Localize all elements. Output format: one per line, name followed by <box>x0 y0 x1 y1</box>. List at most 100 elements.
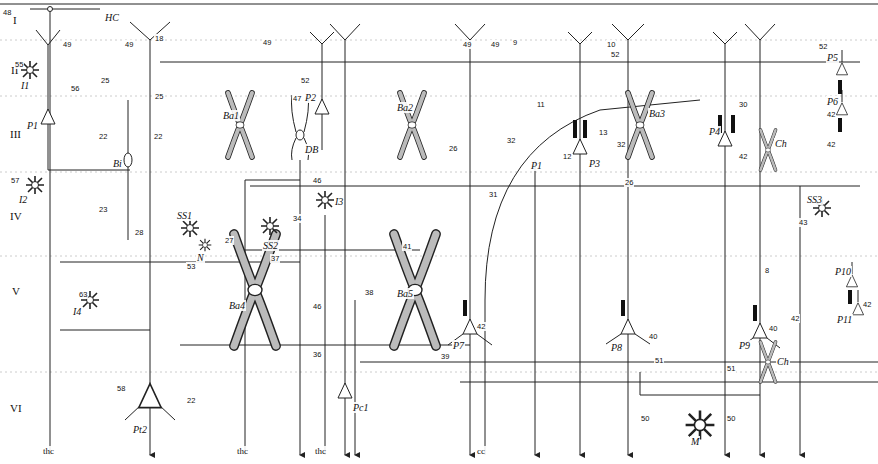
callout-number: 63 <box>78 290 88 299</box>
callout-number: 42 <box>476 322 486 331</box>
cell-label: P4 <box>708 126 721 137</box>
cell-label: I3 <box>334 196 344 207</box>
cell-label: Ch <box>776 356 790 367</box>
callout-number: 42 <box>738 152 748 161</box>
cell-label: I4 <box>72 306 82 317</box>
cell-label: P9 <box>738 340 751 351</box>
callout-number: 34 <box>292 214 302 223</box>
callout-number: 52 <box>610 50 620 59</box>
cell-label: P6 <box>826 96 839 107</box>
callout-number: 22 <box>153 132 163 141</box>
callout-number: 40 <box>648 332 658 341</box>
cell-label: SS3 <box>806 194 823 205</box>
callout-number: 49 <box>462 40 472 49</box>
cell-label: Bi <box>112 158 123 169</box>
callout-number: 13 <box>598 128 608 137</box>
layer-label: V <box>11 285 21 297</box>
cell-label: Ba1 <box>222 110 240 121</box>
fiber-label: thc <box>314 446 327 456</box>
cell-label: Ba5 <box>396 288 414 299</box>
cell-label: P1 <box>530 160 543 171</box>
cell-label: P10 <box>834 266 852 277</box>
callout-number: 43 <box>798 218 808 227</box>
callout-number: 52 <box>818 42 828 51</box>
callout-number: 48 <box>2 8 12 17</box>
fiber-label: cc <box>476 446 486 456</box>
callout-number: 12 <box>562 152 572 161</box>
cell-label: Ba2 <box>396 102 414 113</box>
callout-number: 8 <box>764 266 770 275</box>
cell-label: I2 <box>18 194 28 205</box>
cell-label: P1 <box>26 120 39 131</box>
callout-number: 55 <box>14 60 24 69</box>
callout-number: 37 <box>270 254 280 263</box>
fiber-label: thc <box>42 446 55 456</box>
callout-number: 30 <box>738 100 748 109</box>
callout-number: 11 <box>536 100 546 109</box>
cell-label: Ba4 <box>228 300 246 311</box>
cell-label: P2 <box>304 92 317 103</box>
callout-number: 51 <box>726 364 736 373</box>
callout-number: 42 <box>862 300 872 309</box>
cell-label: P5 <box>826 52 839 63</box>
callout-number: 25 <box>154 92 164 101</box>
cell-label: HC <box>104 12 120 23</box>
callout-number: 41 <box>402 242 412 251</box>
callout-number: 32 <box>506 136 516 145</box>
callout-number: 38 <box>364 288 374 297</box>
callout-number: 50 <box>640 414 650 423</box>
callout-number: 46 <box>312 176 322 185</box>
callout-number: 42 <box>826 140 836 149</box>
callout-number: 10 <box>606 40 616 49</box>
cell-label: I1 <box>20 80 30 91</box>
layer-label: IV <box>9 210 23 222</box>
callout-number: 52 <box>300 76 310 85</box>
callout-number: 42 <box>790 314 800 323</box>
callout-number: 27 <box>224 236 234 245</box>
cell-label: Pt2 <box>132 424 148 435</box>
cell-label: P8 <box>610 342 623 353</box>
callout-number: 22 <box>186 396 196 405</box>
cell-label: SS2 <box>262 240 279 251</box>
cell-label: P3 <box>588 158 601 169</box>
callout-number: 25 <box>100 76 110 85</box>
callout-number: 22 <box>98 132 108 141</box>
cell-label: SS1 <box>176 210 193 221</box>
callout-number: 50 <box>726 414 736 423</box>
callout-number: 49 <box>62 40 72 49</box>
callout-number: 9 <box>512 38 518 47</box>
callout-number: 53 <box>186 262 196 271</box>
callout-number: 36 <box>312 350 322 359</box>
callout-number: 56 <box>70 84 80 93</box>
callout-number: 58 <box>116 384 126 393</box>
callout-number: 26 <box>624 178 634 187</box>
callout-number: 31 <box>488 190 498 199</box>
callout-number: 40 <box>768 324 778 333</box>
callout-number: 39 <box>440 352 450 361</box>
cell-label: Pc1 <box>352 402 370 413</box>
cell-label: DB <box>304 144 319 155</box>
cell-label: M <box>690 436 700 447</box>
callout-number: 26 <box>448 144 458 153</box>
callout-number: 42 <box>826 110 836 119</box>
callout-number: 32 <box>616 140 626 149</box>
cell-label: P7 <box>452 340 465 351</box>
cell-label: N <box>196 252 205 263</box>
callout-number: 49 <box>124 40 134 49</box>
callout-number: 18 <box>154 34 164 43</box>
fiber-label: thc <box>236 446 249 456</box>
callout-number: 28 <box>134 228 144 237</box>
callout-number: 51 <box>654 356 664 365</box>
callout-number: 49 <box>490 40 500 49</box>
cell-label: Ch <box>774 138 788 149</box>
cell-label: Ba3 <box>648 108 666 119</box>
callout-number: 23 <box>98 205 108 214</box>
layer-label: I <box>12 14 18 26</box>
callout-number: 46 <box>312 302 322 311</box>
callout-number: 57 <box>10 176 20 185</box>
layer-label: VI <box>9 402 23 414</box>
cell-label: P11 <box>836 314 853 325</box>
callout-number: 47 <box>292 94 302 103</box>
